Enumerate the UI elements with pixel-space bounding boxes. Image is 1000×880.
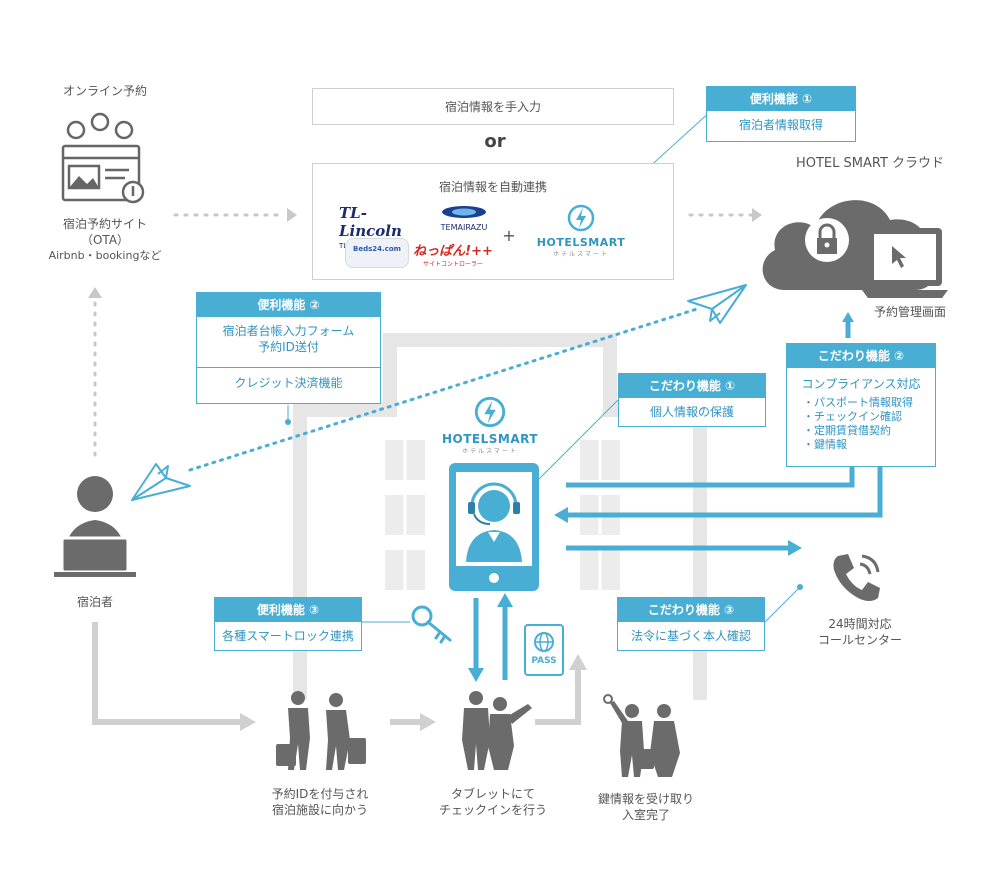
feature3-box: 便利機能 ③ 各種スマートロック連携 — [214, 597, 362, 651]
phone-icon — [833, 554, 880, 601]
step3-line1: 鍵情報を受け取り — [597, 792, 694, 806]
hotelsmart-sub-center: ホテルスマート — [462, 448, 518, 455]
kodawari1-row1: 個人情報の保護 — [649, 405, 734, 419]
temairazu-logo: TEMAIRAZU — [429, 204, 499, 232]
kodawari3-row1: 法令に基づく本人確認 — [630, 629, 751, 643]
manual-input-label: 宿泊情報を手入力 — [444, 100, 541, 114]
travelers-luggage-icon — [276, 691, 366, 770]
ota-site-label: 宿泊予約サイト （OTA） Airbnb・bookingなど — [25, 216, 185, 264]
passport-icon — [524, 624, 564, 676]
operator-headset-icon — [466, 482, 522, 562]
feature1-box: 便利機能 ① 宿泊者情報取得 — [706, 86, 856, 142]
feature2-box: 便利機能 ② 宿泊者台帳入力フォーム 予約ID送付 クレジット決済機能 — [196, 292, 381, 404]
kodawari2-list: ・パスポート情報取得 ・チェックイン確認 ・定期賃貸借契約 ・鍵情報 — [787, 396, 935, 460]
feature1-row1: 宿泊者情報取得 — [738, 118, 823, 132]
kodawari2-item: ・チェックイン確認 — [803, 410, 902, 423]
beds24-text: Beds24.com — [353, 245, 401, 253]
callcenter-line2: コールセンター — [817, 633, 902, 647]
auto-sync-label: 宿泊情報を自動連携 — [438, 180, 547, 194]
feature1-head: 便利機能 ① — [707, 87, 855, 111]
step2-line1: タブレットにて — [450, 787, 535, 801]
kodawari1-head: こだわり機能 ① — [619, 374, 765, 398]
hotelsmart-logo-small: HOTELSMART ホテルスマート — [531, 204, 631, 258]
step1-line2: 宿泊施設に向かう — [271, 803, 368, 817]
neppan-text: ねっぱん!++ — [413, 244, 493, 259]
kodawari2-title: コンプライアンス対応 — [801, 377, 921, 391]
feature2-row1a: 宿泊者台帳入力フォーム — [222, 324, 355, 338]
step1-label: 予約IDを付与され 宿泊施設に向かう — [240, 786, 400, 818]
admin-laptop-icon — [862, 228, 948, 298]
kodawari2-head: こだわり機能 ② — [787, 344, 935, 368]
feature2-row2: クレジット決済機能 — [197, 367, 380, 398]
feature3-head: 便利機能 ③ — [215, 598, 361, 622]
paper-plane-icon-top — [687, 284, 747, 324]
feature2-head: 便利機能 ② — [197, 293, 380, 317]
online-title: オンライン予約 — [62, 84, 147, 98]
step2-line2: チェックインを行う — [438, 803, 547, 817]
dotted-line-guest-cloud — [188, 306, 702, 472]
step1-line1: 予約IDを付与され — [271, 787, 369, 801]
ota-site-line3: Airbnb・bookingなど — [48, 249, 162, 262]
hotelsmart-bolt-icon — [474, 396, 506, 428]
kodawari2-item: ・鍵情報 — [803, 438, 847, 451]
step3-line2: 入室完了 — [621, 808, 670, 822]
callcenter-label: 24時間対応 コールセンター — [795, 616, 925, 648]
ota-site-line1: 宿泊予約サイト — [62, 217, 147, 231]
guest-label: 宿泊者 — [76, 595, 113, 609]
kodawari1-box: こだわり機能 ① 個人情報の保護 — [618, 373, 766, 427]
paper-plane-icon-bottom — [131, 463, 191, 501]
checkin-tablet-icon — [449, 463, 539, 591]
hotelsmart-name-center: HOTELSMART — [441, 432, 539, 446]
ota-site-line2: （OTA） — [80, 233, 130, 247]
neppan-logo: ねっぱん!++ サイトコントローラー — [413, 240, 493, 268]
hotelsmart-bolt-icon — [567, 204, 595, 232]
hotelsmart-name-small: HOTELSMART — [536, 236, 626, 249]
auto-sync-box: 宿泊情報を自動連携 TL-Lincoln TL-リンカーン TEMAIRAZU … — [312, 163, 674, 280]
hotelsmart-sub-small: ホテルスマート — [553, 251, 609, 258]
kodawari2-box: こだわり機能 ② コンプライアンス対応 ・パスポート情報取得 ・チェックイン確認… — [786, 343, 936, 467]
checkin-people-icon — [462, 691, 532, 770]
enter-room-icon — [603, 694, 680, 777]
hotelsmart-logo-center: HOTELSMART ホテルスマート — [430, 396, 550, 455]
kodawari3-box: こだわり機能 ③ 法令に基づく本人確認 — [617, 597, 765, 651]
cloud-title: HOTEL SMART クラウド — [795, 156, 945, 171]
ota-site-icon — [61, 112, 145, 204]
callcenter-line1: 24時間対応 — [828, 617, 892, 631]
beds24-logo: Beds24.com — [345, 238, 409, 268]
guest-laptop-icon — [54, 476, 136, 577]
step3-label: 鍵情報を受け取り 入室完了 — [576, 791, 716, 823]
temairazu-mark — [442, 206, 486, 218]
feature3-row1: 各種スマートロック連携 — [222, 629, 354, 643]
tl-lincoln-text: TL-Lincoln — [339, 204, 402, 240]
feature2-row1: 宿泊者台帳入力フォーム 予約ID送付 — [197, 317, 380, 367]
feature2-row1b: 予約ID送付 — [258, 340, 319, 354]
passport-label: PASS — [531, 656, 557, 666]
neppan-sub: サイトコントローラー — [422, 261, 483, 268]
kodawari2-item: ・定期賃貸借契約 — [803, 424, 891, 437]
temairazu-text: TEMAIRAZU — [440, 223, 488, 232]
manual-input-box: 宿泊情報を手入力 — [312, 88, 674, 125]
admin-label: 予約管理画面 — [873, 305, 946, 319]
kodawari2-item: ・パスポート情報取得 — [803, 396, 913, 409]
kodawari3-head: こだわり機能 ③ — [618, 598, 764, 622]
plus-sign: + — [502, 226, 516, 245]
or-text: or — [484, 131, 506, 152]
key-icon — [411, 605, 452, 644]
step2-label: タブレットにて チェックインを行う — [413, 786, 573, 818]
